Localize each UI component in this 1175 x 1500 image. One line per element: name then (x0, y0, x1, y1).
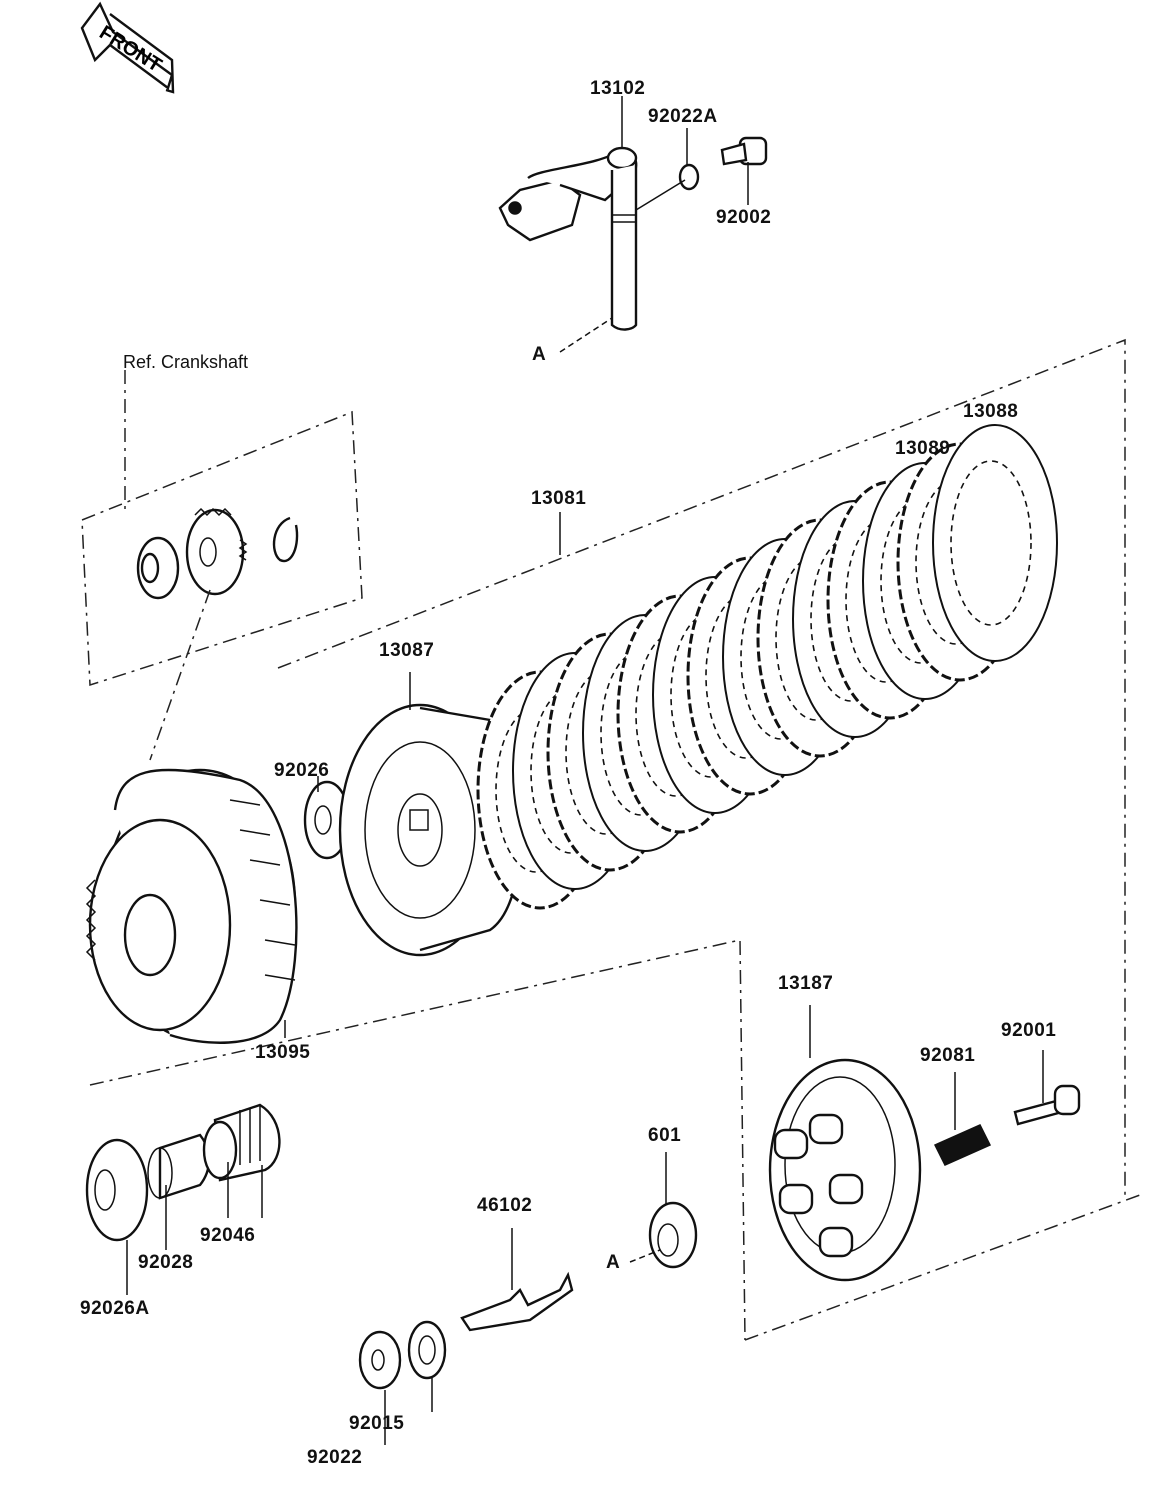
part-label-13087: 13087 (379, 640, 435, 661)
clutch-plate-stack (476, 424, 1058, 910)
connector-marker-a-top: A (532, 344, 547, 365)
part-label-92026A: 92026A (80, 1298, 150, 1319)
washer-92022a-icon (678, 163, 700, 191)
washer-92022-icon (358, 1330, 402, 1390)
crankshaft-gear-icon (185, 507, 248, 596)
part-label-92015: 92015 (349, 1413, 405, 1434)
part-label-92022A: 92022A (648, 106, 718, 127)
part-label-13187: 13187 (778, 973, 834, 994)
part-label-92081: 92081 (920, 1045, 976, 1066)
part-label-13095: 13095 (255, 1042, 311, 1063)
part-label-92046: 92046 (200, 1225, 256, 1246)
crankshaft-reference-box (81, 370, 363, 761)
connector-marker-a-bottom: A (606, 1252, 621, 1273)
circlip-icon (272, 516, 299, 563)
front-arrow-icon: FRONT (80, 1, 175, 94)
needle-bearing-92046-icon (202, 1103, 281, 1182)
part-label-92022: 92022 (307, 1447, 363, 1468)
bolt-92001-icon (1013, 1050, 1081, 1126)
part-label-13088: 13088 (963, 401, 1019, 422)
part-label-13081: 13081 (531, 488, 587, 509)
part-label-92002: 92002 (716, 207, 772, 228)
part-label-46102: 46102 (477, 1195, 533, 1216)
plate-inner-teeth (950, 460, 1032, 626)
steel-plate-icon (932, 424, 1058, 662)
part-label-601: 601 (648, 1125, 682, 1146)
reference-crankshaft-note: Ref. Crankshaft (123, 352, 249, 372)
part-label-92028: 92028 (138, 1252, 194, 1273)
release-shaft-icon (498, 96, 768, 353)
part-label-92026: 92026 (274, 760, 330, 781)
part-label-13089: 13089 (895, 438, 951, 459)
push-rod-icon (460, 1228, 574, 1332)
spring-icon (933, 1072, 992, 1166)
bearing-601-icon (648, 1201, 698, 1269)
sleeve-92028-icon (158, 1133, 211, 1200)
bolt-92002-icon (720, 136, 768, 166)
part-label-92001: 92001 (1001, 1020, 1057, 1041)
part-label-13102: 13102 (590, 78, 646, 99)
clutch-housing-icon (85, 768, 298, 1044)
bearing-92015-icon (407, 1320, 447, 1380)
pressure-plate-icon (768, 1005, 922, 1282)
washer-92026a-icon (85, 1138, 149, 1242)
